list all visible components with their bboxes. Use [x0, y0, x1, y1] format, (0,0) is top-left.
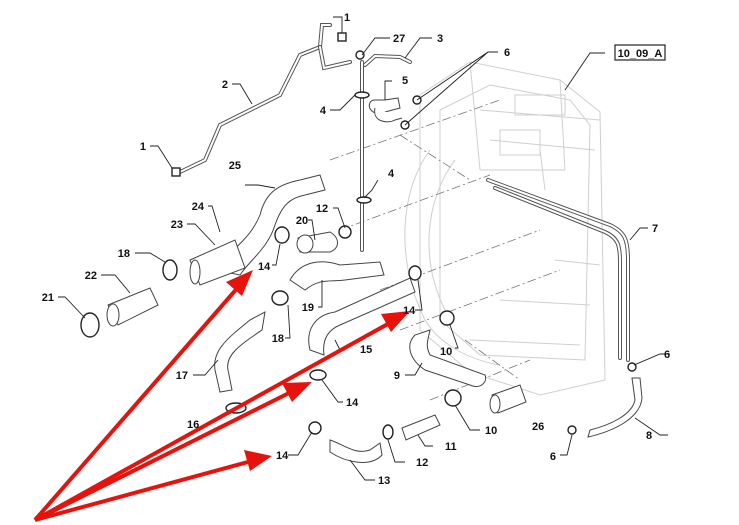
fitting-1-lower — [171, 167, 181, 177]
hose-9 — [409, 329, 487, 388]
pipe-4 — [354, 60, 372, 252]
callout-1-lower: 1 — [140, 141, 146, 153]
clamp-12-lower — [382, 424, 394, 440]
arrow-head-1 — [226, 270, 253, 296]
callout-4-upper: 4 — [320, 105, 327, 117]
callout-12-lower: 12 — [416, 457, 428, 469]
callout-24: 24 — [192, 201, 205, 213]
callout-labels: 1 1 2 3 4 4 5 6 6 6 7 8 9 10 10 11 12 12… — [42, 12, 670, 487]
hose-20-end — [296, 234, 314, 254]
clamp-14-d — [308, 421, 322, 435]
radiator-housing — [404, 61, 606, 396]
tubes-7 — [486, 178, 630, 362]
hose-17 — [214, 311, 266, 393]
arrow-line-2 — [34, 318, 396, 522]
callout-10-lower: 10 — [485, 425, 497, 437]
callout-11: 11 — [445, 441, 457, 453]
reference-box[interactable]: 10_09_A — [614, 44, 666, 61]
callout-6-right: 6 — [664, 349, 670, 361]
hose-22-end — [106, 303, 120, 327]
clamp-14-b — [408, 265, 422, 281]
callout-14-c: 14 — [346, 397, 359, 409]
callout-14-b: 14 — [403, 305, 416, 317]
callout-25: 25 — [229, 160, 241, 172]
callout-19: 19 — [302, 302, 314, 314]
arrow-head-3 — [282, 382, 312, 402]
callout-6-top: 6 — [504, 47, 510, 59]
callout-27: 27 — [393, 33, 405, 45]
callout-4-lower: 4 — [388, 168, 395, 180]
hose-5-lower — [374, 107, 403, 123]
callout-18-lower: 18 — [272, 333, 284, 345]
hose-25 — [214, 174, 326, 276]
callout-9: 9 — [394, 370, 400, 382]
hose-15 — [308, 277, 416, 356]
hose-3 — [363, 53, 412, 67]
callout-13: 13 — [378, 475, 390, 487]
clamp-18-upper — [162, 259, 178, 281]
callout-22: 22 — [85, 270, 97, 282]
clamp-21 — [80, 312, 100, 338]
callout-8: 8 — [646, 430, 652, 442]
arrow-line-3 — [34, 388, 296, 522]
fitting-6-d — [567, 425, 577, 435]
hose-19 — [289, 261, 385, 291]
clamp-14-a — [274, 226, 290, 244]
clamp-10-upper — [439, 310, 455, 326]
tube-2 — [178, 23, 352, 174]
clamp-10-lower — [444, 389, 462, 407]
callout-1-upper: 1 — [344, 12, 350, 24]
callout-14-a: 14 — [258, 261, 271, 273]
annotation-arrows — [33, 270, 410, 522]
callout-16: 16 — [187, 419, 199, 431]
callout-17: 17 — [176, 370, 188, 382]
callout-7: 7 — [652, 223, 658, 235]
arrow-head-4 — [244, 450, 272, 471]
callout-26: 26 — [532, 421, 544, 433]
clamp-12-upper — [338, 225, 352, 239]
callout-2: 2 — [222, 79, 228, 91]
callout-21: 21 — [42, 292, 54, 304]
plug-26-end — [489, 394, 501, 414]
tee-11 — [401, 414, 441, 441]
hose-13 — [329, 439, 383, 463]
arrow-line-1 — [33, 283, 242, 522]
callout-5: 5 — [402, 75, 408, 87]
callout-10-upper: 10 — [440, 346, 452, 358]
arrow-line-4 — [34, 458, 256, 522]
clamp-18-lower — [271, 290, 289, 306]
callout-15: 15 — [360, 344, 372, 356]
callout-3: 3 — [437, 33, 443, 45]
callout-23: 23 — [171, 219, 183, 231]
fitting-27 — [355, 50, 365, 60]
hose-8 — [587, 377, 643, 438]
callout-20: 20 — [296, 215, 308, 227]
callout-18-upper: 18 — [118, 248, 130, 260]
callout-12-upper: 12 — [316, 203, 328, 215]
callout-6-bottom: 6 — [550, 451, 556, 463]
leader-lines — [58, 16, 670, 481]
reference-box-label: 10_09_A — [618, 48, 663, 60]
hose-23-end — [189, 259, 201, 285]
hose-5 — [368, 97, 401, 114]
fitting-1-upper — [337, 32, 347, 42]
callout-14-d: 14 — [276, 450, 289, 462]
arrow-head-2 — [381, 311, 410, 332]
clamp-14-c — [309, 369, 327, 381]
